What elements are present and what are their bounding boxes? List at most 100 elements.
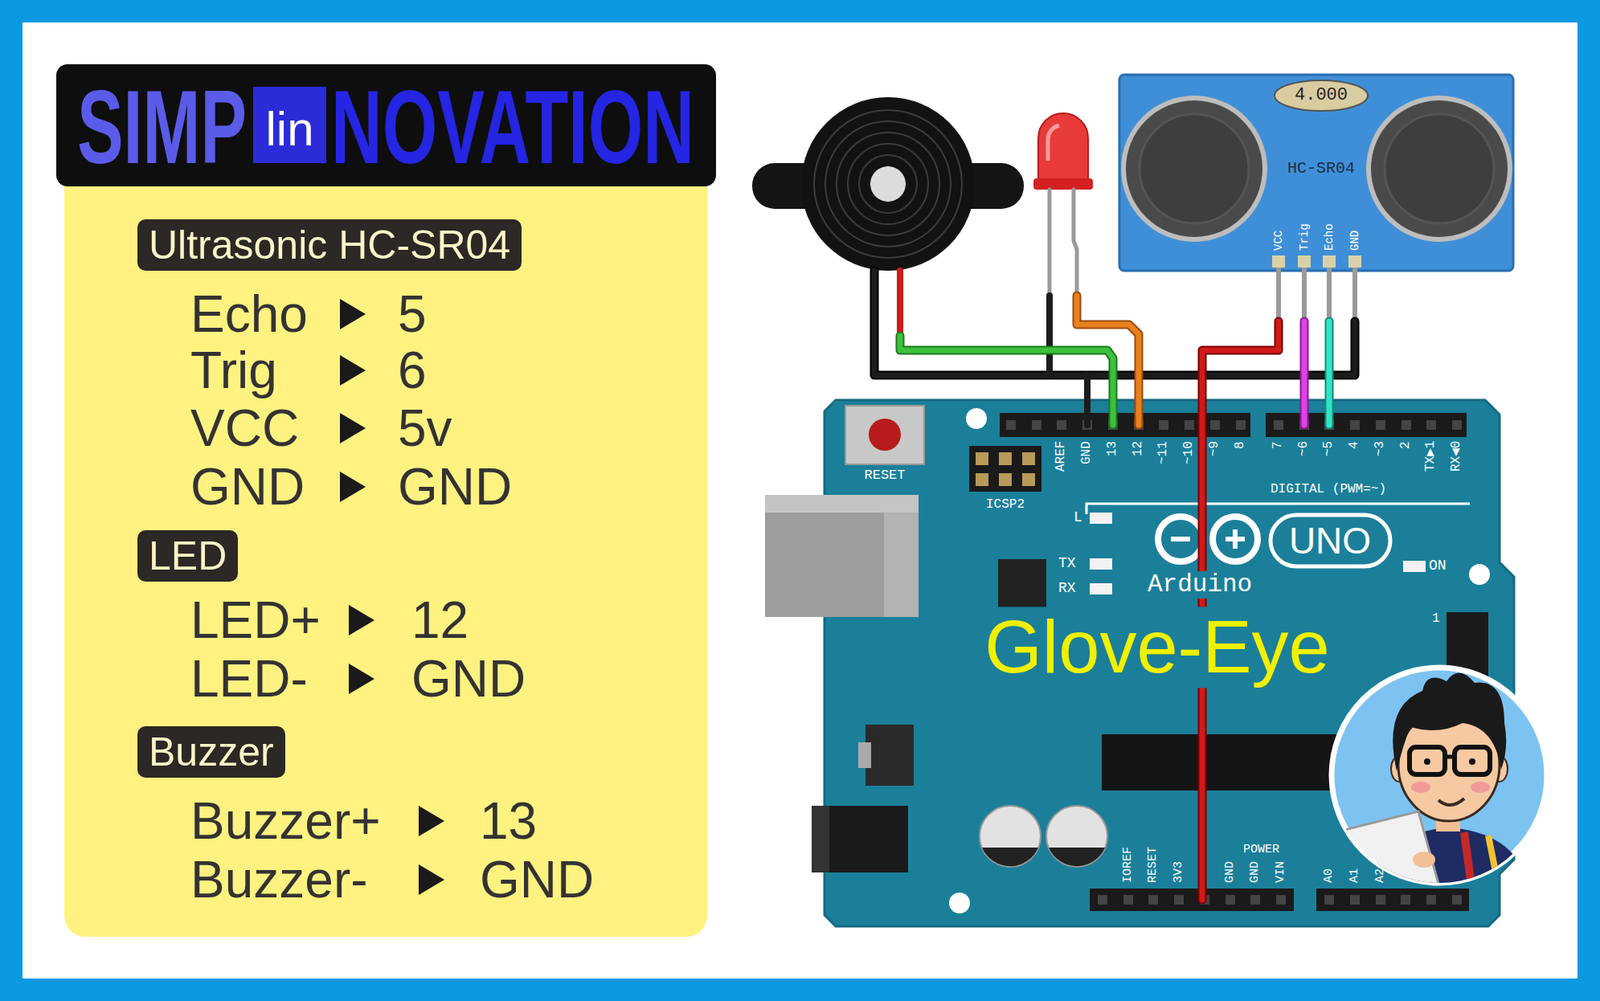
buzzer xyxy=(825,121,951,247)
arduino-logo xyxy=(1270,515,1391,567)
pin-label: RESET xyxy=(1146,847,1161,884)
ultrasonic-sensor xyxy=(1278,267,1355,324)
avatar xyxy=(1469,758,1476,766)
header-hole xyxy=(1276,895,1286,905)
ultrasonic-sensor xyxy=(1384,114,1494,224)
legend-panel xyxy=(64,120,708,938)
pin-assignment: 12 xyxy=(411,592,469,649)
status-led xyxy=(1089,558,1113,570)
component-leg xyxy=(1047,189,1052,296)
led-label: RX xyxy=(1058,581,1077,598)
header-hole xyxy=(1452,895,1462,905)
ultrasonic-sensor xyxy=(1121,95,1268,242)
ultrasonic-sensor xyxy=(1301,267,1307,324)
pin-label: 12 xyxy=(1131,441,1146,457)
pin-header xyxy=(1316,888,1470,912)
led xyxy=(1033,178,1093,190)
status-led xyxy=(1089,583,1113,595)
capacitor xyxy=(1048,847,1105,867)
logo-text: SIMP xyxy=(77,74,247,180)
ultrasonic-sensor xyxy=(1348,255,1362,268)
avatar xyxy=(1444,755,1455,760)
pointer-triangle xyxy=(348,663,375,695)
header-hole xyxy=(1452,420,1462,430)
header-hole xyxy=(1324,895,1335,905)
ultrasonic-sensor xyxy=(1272,255,1285,268)
pointer-triangle xyxy=(418,806,445,837)
ultrasonic-sensor xyxy=(1370,100,1508,238)
ultrasonic-sensor xyxy=(1352,267,1358,324)
avatar xyxy=(1464,832,1473,893)
pin-label: TX▶1 xyxy=(1424,441,1439,472)
wire xyxy=(896,270,904,338)
logo-text: lin xyxy=(265,105,314,164)
ultrasonic-sensor xyxy=(1119,74,1514,324)
board-label: ICSP2 xyxy=(986,498,1025,513)
icsp-header xyxy=(969,446,1042,492)
wire xyxy=(1326,321,1333,426)
avatar xyxy=(1338,811,1439,905)
icsp-header xyxy=(975,473,989,487)
brand-label: Arduino xyxy=(1145,571,1255,599)
pin-label: 4 xyxy=(1347,441,1363,450)
wire xyxy=(1325,321,1335,426)
avatar xyxy=(1470,781,1490,794)
pin-label: 13 xyxy=(1105,441,1121,457)
reset-button xyxy=(868,418,901,451)
pin-label: A1 xyxy=(1348,868,1363,884)
header-hole xyxy=(1375,420,1386,430)
avatar xyxy=(1338,672,1531,905)
ultrasonic-sensor xyxy=(1366,95,1513,242)
section-title: LED xyxy=(148,531,227,581)
pointer-triangle xyxy=(339,413,366,444)
pin-label: 8 xyxy=(1233,441,1249,450)
status-led xyxy=(1089,512,1426,595)
icsp-header xyxy=(1022,473,1036,487)
header-hole xyxy=(1225,895,1236,905)
arduino-logo xyxy=(1170,536,1191,542)
arduino-board xyxy=(1469,564,1490,586)
small-chip xyxy=(998,559,1047,610)
buzzer xyxy=(836,132,940,236)
led xyxy=(1033,113,1093,190)
section-label: LED xyxy=(137,530,238,582)
pin-label: GND xyxy=(1223,861,1238,884)
component-pin: LED+ xyxy=(190,592,321,649)
header-hole xyxy=(1375,895,1386,905)
arduino-logo xyxy=(1158,516,1204,562)
section-title: Ultrasonic HC-SR04 xyxy=(148,220,511,270)
pin-header xyxy=(1265,413,1467,438)
wire xyxy=(1300,321,1310,426)
wire xyxy=(1049,295,1088,426)
pin-label: ~9 xyxy=(1207,441,1223,457)
avatar xyxy=(1331,667,1547,905)
buzzer xyxy=(847,143,929,225)
header-hole xyxy=(1401,420,1412,430)
header-hole xyxy=(1158,420,1169,430)
avatar xyxy=(1409,747,1445,775)
buzzer xyxy=(814,110,962,258)
pointer-triangle xyxy=(339,471,366,503)
header-hole xyxy=(1148,895,1159,905)
ultrasonic-sensor xyxy=(1322,255,1336,268)
section-label: Ultrasonic HC-SR04 xyxy=(137,219,522,271)
buzzer xyxy=(801,97,975,271)
ultrasonic-sensor xyxy=(1272,255,1362,268)
wire xyxy=(1301,321,1308,426)
header-hole xyxy=(1056,420,1067,430)
board-model: UNO xyxy=(1289,520,1371,562)
arduino-board xyxy=(765,400,1515,927)
sensor-pin-label: Trig xyxy=(1298,223,1311,251)
pin-label: RX◀0 xyxy=(1449,441,1465,472)
header-hole xyxy=(1174,895,1184,905)
pin-label: VIN xyxy=(1274,861,1289,884)
avatar xyxy=(1488,835,1500,893)
pin-label: 7 xyxy=(1271,441,1286,450)
ultrasonic-sensor xyxy=(1125,100,1263,238)
header-hole xyxy=(1426,895,1437,905)
pin-assignment: 5v xyxy=(397,400,453,457)
header-hole xyxy=(1235,420,1246,430)
component-leg xyxy=(1049,189,1077,296)
board-label: POWER xyxy=(1243,843,1280,858)
